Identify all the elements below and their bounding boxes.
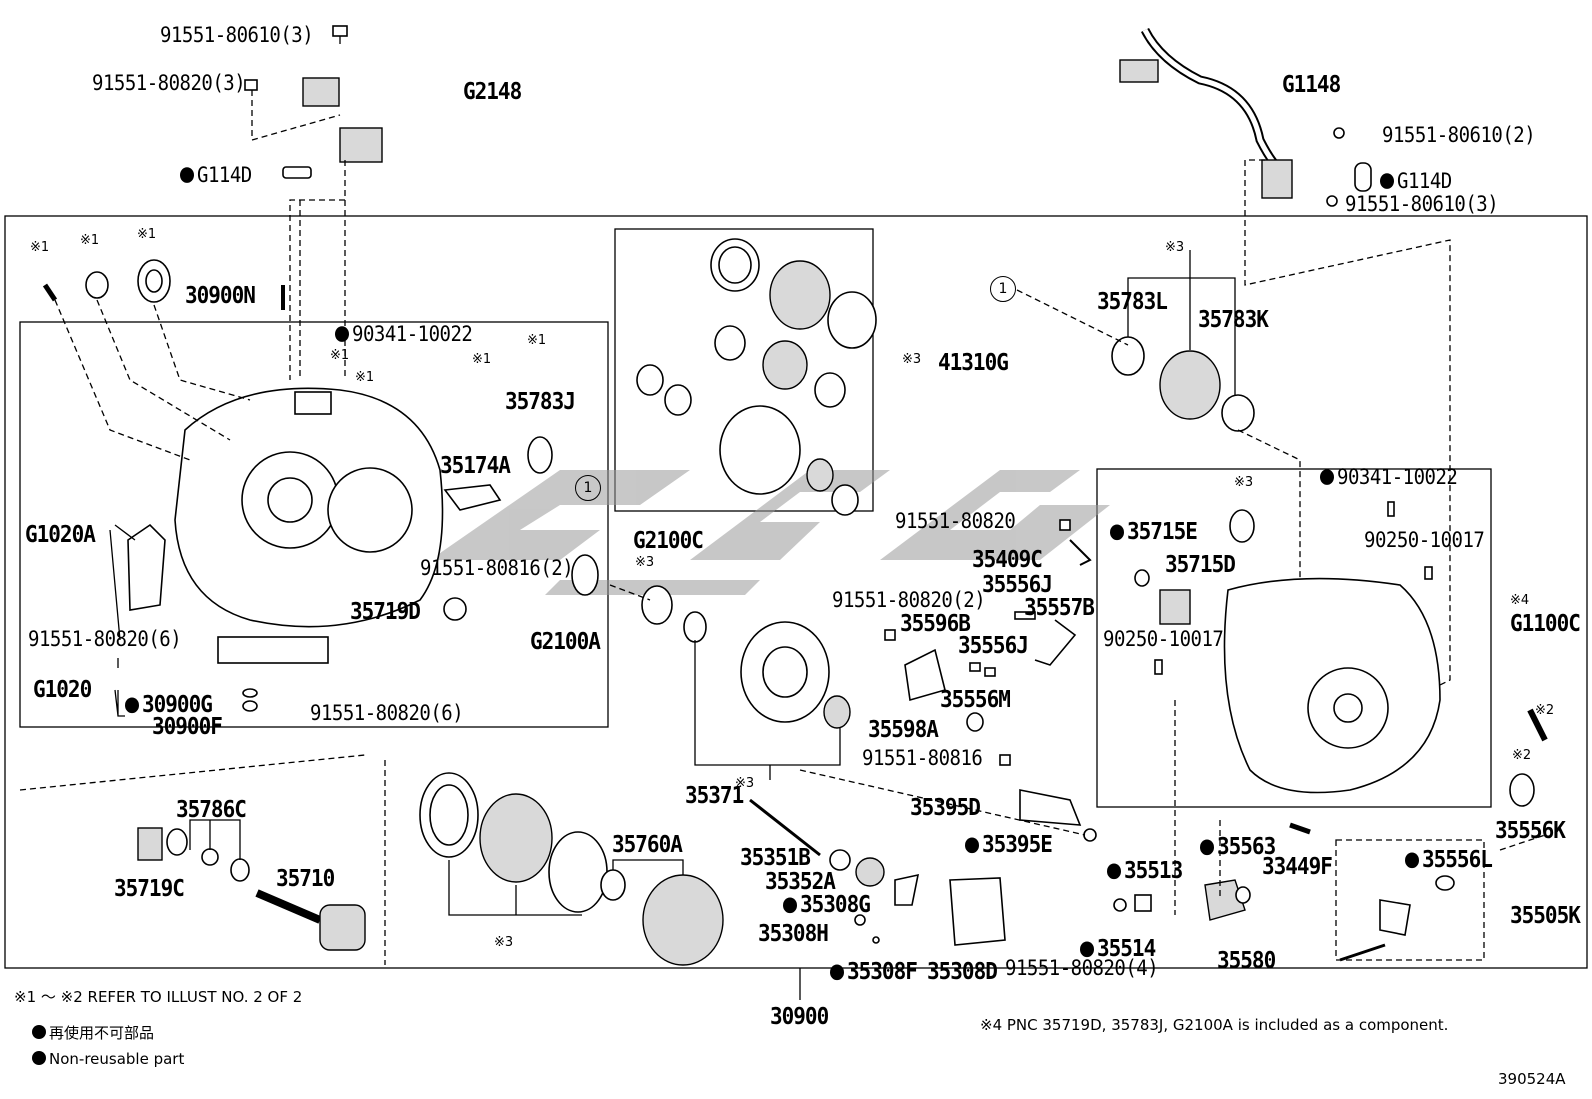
part-label: 35371 xyxy=(685,781,744,809)
circle-ref: 1 xyxy=(990,276,1016,302)
ref-mark: ※3 xyxy=(1165,240,1185,255)
part-label: 91551-80610(2) xyxy=(1382,122,1536,148)
part-label: 33449F xyxy=(1262,852,1333,880)
ref-mark: ※3 xyxy=(735,776,755,791)
refer-note: ※1 ～ ※2 REFER TO ILLUST NO. 2 OF 2 xyxy=(14,988,303,1006)
part-label: 35719C xyxy=(114,874,185,902)
ref-mark: ※2 xyxy=(1535,703,1555,718)
ref-mark: ※3 xyxy=(635,555,655,570)
part-label: 35409C xyxy=(972,545,1043,573)
pnc-note: ※4 PNC 35719D, 35783J, G2100A is include… xyxy=(980,1016,1449,1034)
ref-mark: ※3 xyxy=(902,352,922,367)
ref-mark: ※4 xyxy=(1510,593,1530,608)
part-label: 35715E xyxy=(1110,519,1198,544)
part-label: G1020 xyxy=(33,675,92,703)
ref-mark: ※2 xyxy=(1512,748,1532,763)
ref-mark: ※1 xyxy=(527,333,547,348)
part-label: 30900G xyxy=(125,692,213,717)
part-label: 35760A xyxy=(612,830,683,858)
watermark-logo xyxy=(430,470,1110,595)
diagram-number: 390524A xyxy=(1498,1070,1566,1088)
part-label: 35505K xyxy=(1510,901,1581,929)
part-label: 90341-10022 xyxy=(335,323,473,345)
part-label: 35308F xyxy=(830,959,918,984)
part-label: 35556K xyxy=(1495,816,1566,844)
part-label: 35783J xyxy=(505,387,576,415)
ref-mark: ※1 xyxy=(30,240,50,255)
part-label: 90250-10017 xyxy=(1364,527,1485,553)
part-label: G1148 xyxy=(1282,70,1341,98)
ref-mark: ※1 xyxy=(472,352,492,367)
ref-mark: ※3 xyxy=(1234,475,1254,490)
part-label: 35556L xyxy=(1405,847,1493,872)
part-label: 30900 xyxy=(770,1002,829,1030)
part-label: 35710 xyxy=(276,864,335,892)
part-label: G2148 xyxy=(463,77,522,105)
part-label: 35395E xyxy=(965,832,1053,857)
ref-mark: ※1 xyxy=(137,227,157,242)
part-label: 91551-80820(2) xyxy=(832,587,986,613)
main-frame xyxy=(4,215,1588,969)
part-label: G1100C xyxy=(1510,609,1581,637)
part-label: 35308H xyxy=(758,919,829,947)
part-label: 35783K xyxy=(1198,305,1269,333)
part-label: 90250-10017 xyxy=(1103,626,1224,652)
part-label: G114D xyxy=(180,164,252,186)
ref-mark: ※1 xyxy=(330,348,350,363)
part-label: 35580 xyxy=(1217,946,1276,974)
part-label: 91551-80820(3) xyxy=(92,70,246,96)
part-label: 91551-80816 xyxy=(862,745,983,771)
part-label: 41310G xyxy=(938,348,1009,376)
part-label: 35783L xyxy=(1097,287,1168,315)
part-label: 35556M xyxy=(940,685,1011,713)
part-label: 35556J xyxy=(958,631,1029,659)
part-label: 35308D xyxy=(927,957,998,985)
part-label: 35351B xyxy=(740,843,811,871)
part-label: 91551-80820(6) xyxy=(310,700,464,726)
part-label: 91551-80610(3) xyxy=(160,22,314,48)
part-label: 35598A xyxy=(868,715,939,743)
part-label: 35174A xyxy=(440,451,511,479)
diff-kit-frame xyxy=(614,228,874,512)
legend-en: Non-reusable part xyxy=(32,1051,184,1067)
part-label: 91551-80820(6) xyxy=(28,626,182,652)
part-label: 91551-80820(4) xyxy=(1005,955,1159,981)
part-label: 35308G xyxy=(783,892,871,917)
left-subassembly-frame xyxy=(19,321,609,728)
legend-jp: 再使用不可部品 xyxy=(32,1025,154,1041)
part-label: 35715D xyxy=(1165,550,1236,578)
part-label: 90341-10022 xyxy=(1320,466,1458,488)
part-label: 30900F xyxy=(152,712,223,740)
part-label: 35513 xyxy=(1107,858,1183,883)
part-label: 35563 xyxy=(1200,834,1276,859)
part-label: G1020A xyxy=(25,520,96,548)
case-frame xyxy=(1096,468,1492,808)
subgroup-frame xyxy=(1335,839,1485,961)
part-label: 91551-80820 xyxy=(895,508,1016,534)
part-label: 35556J xyxy=(982,570,1053,598)
part-label: 35557B xyxy=(1024,593,1095,621)
part-label: 35395D xyxy=(910,793,981,821)
part-label: G114D xyxy=(1380,170,1452,192)
part-label: 35719D xyxy=(350,597,421,625)
part-label: 30900N xyxy=(185,281,256,309)
part-label: 35596B xyxy=(900,609,971,637)
part-label: G2100A xyxy=(530,627,601,655)
part-label: 91551-80816(2) xyxy=(420,555,574,581)
part-label: 35352A xyxy=(765,867,836,895)
ref-mark: ※1 xyxy=(80,233,100,248)
part-label: 35514 xyxy=(1080,936,1156,961)
ref-mark: ※3 xyxy=(494,935,514,950)
ref-mark: ※1 xyxy=(355,370,375,385)
part-label: 35786C xyxy=(176,795,247,823)
part-label: G2100C xyxy=(633,526,704,554)
circle-ref: 1 xyxy=(575,475,601,501)
part-label: 91551-80610(3) xyxy=(1345,191,1499,217)
